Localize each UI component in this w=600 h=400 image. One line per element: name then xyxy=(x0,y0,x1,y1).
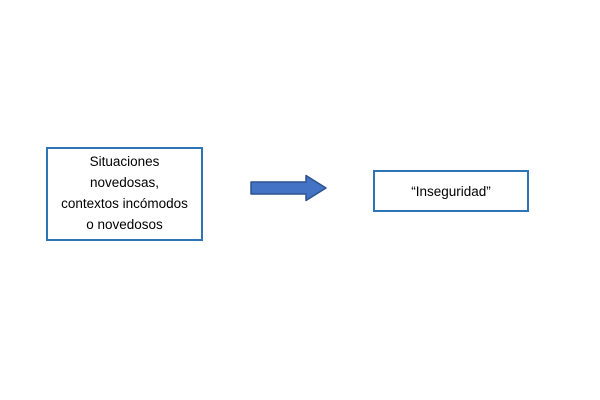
inseguridad-label: “Inseguridad” xyxy=(411,183,491,199)
situaciones-box-line-2: novedosas, xyxy=(89,175,160,191)
right-arrow-shape xyxy=(250,174,327,202)
inseguridad-box: “Inseguridad” xyxy=(373,170,529,212)
situaciones-box-line-3: contextos incómodos xyxy=(61,196,188,211)
situaciones-box-line-4: o novedosos xyxy=(86,216,163,232)
situaciones-box: Situaciones novedosas, contextos incómod… xyxy=(46,147,203,241)
right-arrow-icon xyxy=(250,173,328,203)
right-arrow-svg xyxy=(250,174,327,202)
situaciones-box-line-1: Situaciones xyxy=(89,154,160,170)
